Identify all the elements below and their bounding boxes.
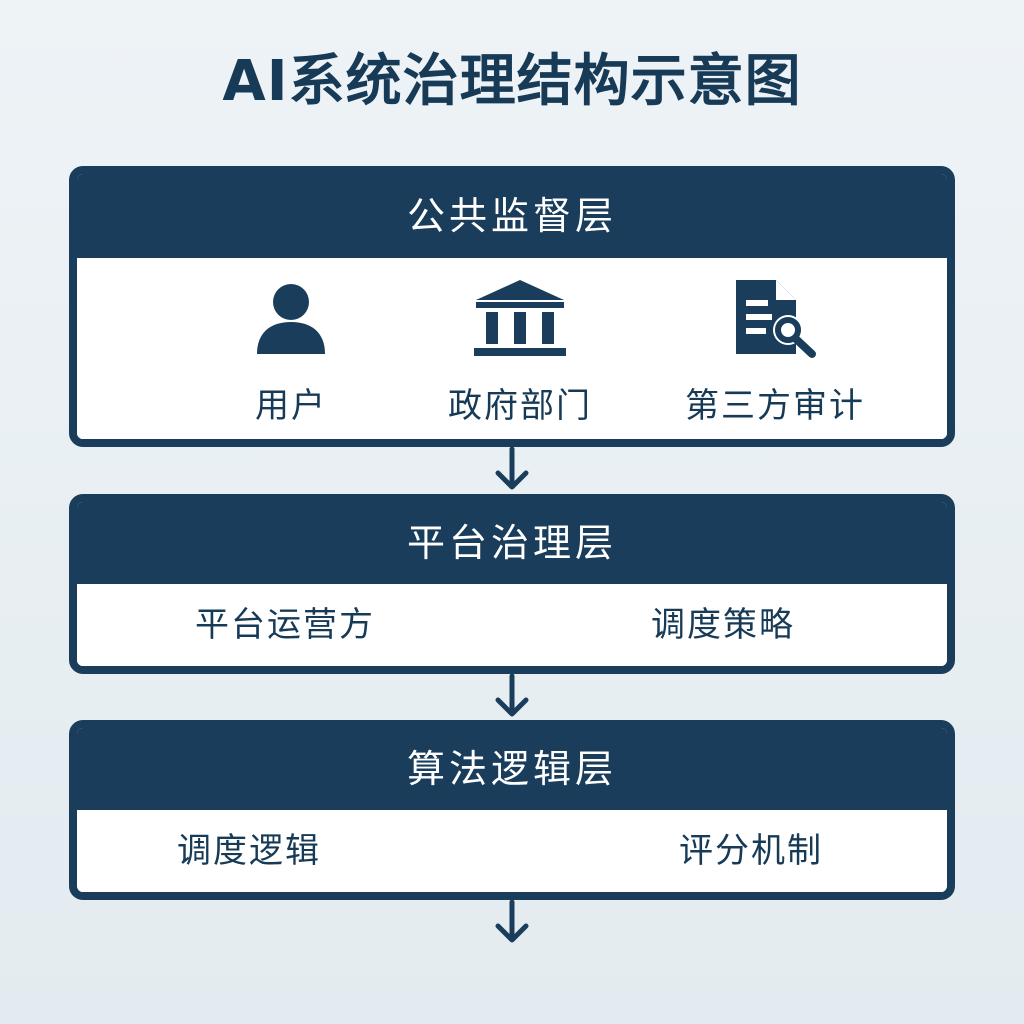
layer-public-oversight: 公共监督层 用户 政府部门 — [69, 166, 955, 447]
audit-document-search-icon — [736, 280, 816, 358]
actor-user: 用户 — [171, 278, 411, 427]
platform-operator-label: 平台运营方 — [195, 605, 375, 645]
arrow-down-icon — [495, 447, 529, 490]
diagram-title: AI系统治理结构示意图 — [222, 49, 802, 114]
actor-government: 政府部门 — [400, 278, 640, 427]
scheduling-strategy-label: 调度策略 — [651, 605, 795, 645]
layer-body: 平台运营方 调度策略 — [77, 584, 947, 666]
layer-platform-governance: 平台治理层 平台运营方 调度策略 — [69, 494, 955, 674]
layer-header: 公共监督层 — [77, 174, 947, 258]
actor-third-party-audit: 第三方审计 — [655, 278, 895, 427]
layer-algorithm-logic: 算法逻辑层 调度逻辑 评分机制 — [69, 720, 955, 900]
actor-label: 第三方审计 — [685, 386, 865, 426]
layer-header: 平台治理层 — [77, 502, 947, 584]
scheduling-logic-label: 调度逻辑 — [177, 831, 321, 871]
scoring-mechanism-label: 评分机制 — [679, 831, 823, 871]
actor-label: 政府部门 — [448, 386, 592, 426]
actor-label: 用户 — [255, 386, 327, 426]
layer-body: 调度逻辑 评分机制 — [77, 810, 947, 892]
arrow-down-icon — [495, 674, 529, 717]
layer-body: 用户 政府部门 第三方审 — [77, 258, 947, 439]
arrow-down-icon — [495, 900, 529, 943]
user-icon — [257, 284, 325, 354]
layer-header: 算法逻辑层 — [77, 728, 947, 810]
government-building-icon — [474, 280, 566, 356]
